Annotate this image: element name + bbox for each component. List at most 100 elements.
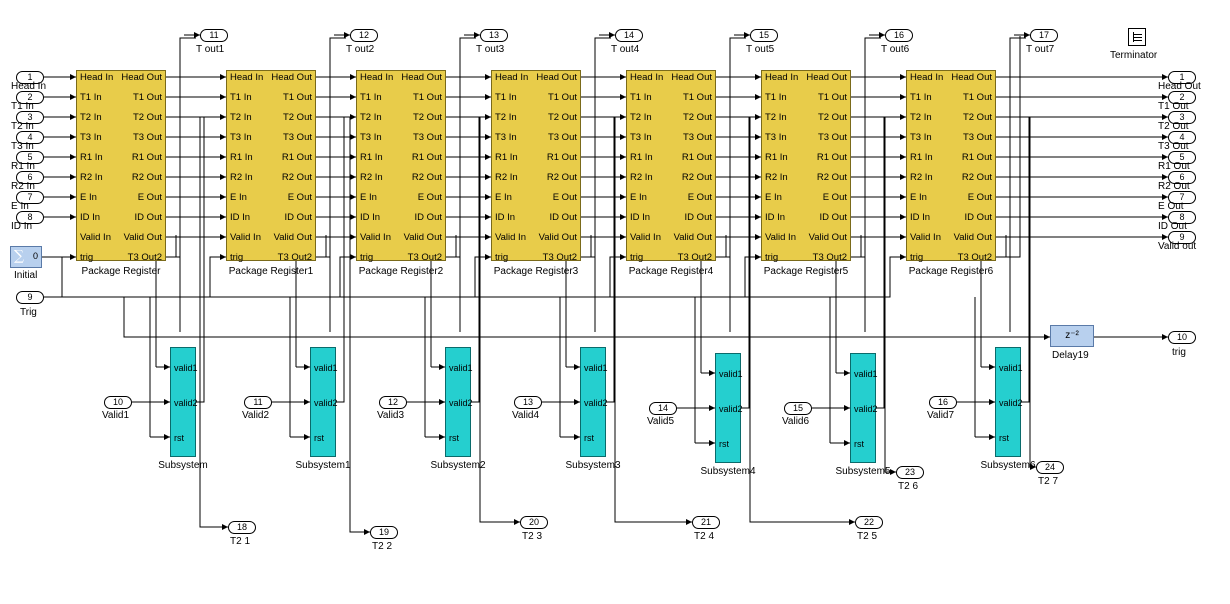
tout-port-5[interactable]: 15 — [750, 29, 778, 42]
inport-2[interactable]: 2 — [16, 91, 44, 104]
signal-line — [749, 117, 855, 523]
outport-9[interactable]: 9 — [1168, 231, 1196, 244]
t2-port-1[interactable]: 18 — [228, 521, 256, 534]
register-output-label: E Out — [417, 192, 442, 203]
register-input-label: ID In — [630, 212, 651, 223]
inport-6[interactable]: 6 — [16, 171, 44, 184]
inport-7[interactable]: 7 — [16, 191, 44, 204]
signal-line — [581, 236, 596, 332]
register-output-label: T1 Out — [132, 92, 162, 103]
valid-inport-label: Valid3 — [377, 410, 405, 421]
arrow-head — [304, 364, 310, 370]
valid-inport-1[interactable]: 10 — [104, 396, 132, 409]
t2-port-6[interactable]: 23 — [896, 466, 924, 479]
inport-8[interactable]: 8 — [16, 211, 44, 224]
signal-line — [446, 235, 457, 258]
t2-port-4[interactable]: 21 — [692, 516, 720, 529]
tout-port-2[interactable]: 12 — [350, 29, 378, 42]
tout-port-label: T out3 — [476, 44, 505, 55]
arrow-head — [1162, 94, 1168, 100]
register-input-label: Head In — [910, 72, 944, 83]
arrow-head — [350, 154, 356, 160]
arrow-head — [220, 214, 226, 220]
register-input-label: T1 In — [630, 92, 652, 103]
register-output-label: T1 Out — [547, 92, 577, 103]
arrow-head — [844, 370, 850, 376]
valid-inport-7[interactable]: 16 — [929, 396, 957, 409]
inport-3[interactable]: 3 — [16, 111, 44, 124]
valid-inport-3[interactable]: 12 — [379, 396, 407, 409]
arrow-head — [485, 174, 491, 180]
register-input-label: R2 In — [230, 172, 253, 183]
inport-4[interactable]: 4 — [16, 131, 44, 144]
tout-port-6[interactable]: 16 — [885, 29, 913, 42]
outport-3[interactable]: 3 — [1168, 111, 1196, 124]
trig-inport[interactable]: 9 — [16, 291, 44, 304]
tout-port-1[interactable]: 11 — [200, 29, 228, 42]
arrow-head — [900, 94, 906, 100]
register-input-label: R2 In — [765, 172, 788, 183]
register-input-label: T1 In — [495, 92, 517, 103]
register-output-label: ID Out — [684, 212, 712, 223]
tout-port-3[interactable]: 13 — [480, 29, 508, 42]
subsystem-port-label: rst — [999, 433, 1009, 443]
arrow-head — [350, 194, 356, 200]
valid-inport-2[interactable]: 11 — [244, 396, 272, 409]
signal-line — [196, 117, 205, 403]
t2-port-label: T2 4 — [694, 531, 715, 542]
tout-port-7[interactable]: 17 — [1030, 29, 1058, 42]
delay-block[interactable]: z⁻² — [1050, 325, 1094, 347]
delay-label: Delay19 — [1052, 350, 1089, 361]
inport-5[interactable]: 5 — [16, 151, 44, 164]
t2-port-label: T2 7 — [1038, 476, 1059, 487]
register-input-label: T2 In — [360, 112, 382, 123]
valid-inport-6[interactable]: 15 — [784, 402, 812, 415]
valid-inport-4[interactable]: 13 — [514, 396, 542, 409]
arrow-head — [900, 194, 906, 200]
initial-label: Initial — [14, 270, 38, 281]
outport-1[interactable]: 1 — [1168, 71, 1196, 84]
t2-port-2[interactable]: 19 — [370, 526, 398, 539]
outport-label: E Out — [1158, 201, 1184, 212]
tout-port-4[interactable]: 14 — [615, 29, 643, 42]
register-output-label: T2 Out — [132, 112, 162, 123]
outport-8[interactable]: 8 — [1168, 211, 1196, 224]
arrow-head — [220, 94, 226, 100]
outport-4[interactable]: 4 — [1168, 131, 1196, 144]
inport-1[interactable]: 1 — [16, 71, 44, 84]
trig-outport[interactable]: 10 — [1168, 331, 1196, 344]
register-output-label: R1 Out — [131, 152, 162, 163]
register-input-label: T1 In — [910, 92, 932, 103]
inport-label: T3 In — [11, 141, 34, 152]
outport-5[interactable]: 5 — [1168, 151, 1196, 164]
t2-port-3[interactable]: 20 — [520, 516, 548, 529]
t2-port-7[interactable]: 24 — [1036, 461, 1064, 474]
register-input-label: R2 In — [910, 172, 933, 183]
register-input-label: T3 In — [765, 132, 787, 143]
arrow-head — [620, 154, 626, 160]
terminator-block[interactable] — [1128, 28, 1146, 46]
register-output-label: Head Out — [806, 72, 847, 83]
register-input-label: R2 In — [630, 172, 653, 183]
outport-2[interactable]: 2 — [1168, 91, 1196, 104]
t2-port-5[interactable]: 22 — [855, 516, 883, 529]
outport-7[interactable]: 7 — [1168, 191, 1196, 204]
subsystem-port-label: valid1 — [584, 363, 608, 373]
valid-inport-5[interactable]: 14 — [649, 402, 677, 415]
outport-6[interactable]: 6 — [1168, 171, 1196, 184]
subsystem-port-label: valid2 — [719, 404, 743, 414]
